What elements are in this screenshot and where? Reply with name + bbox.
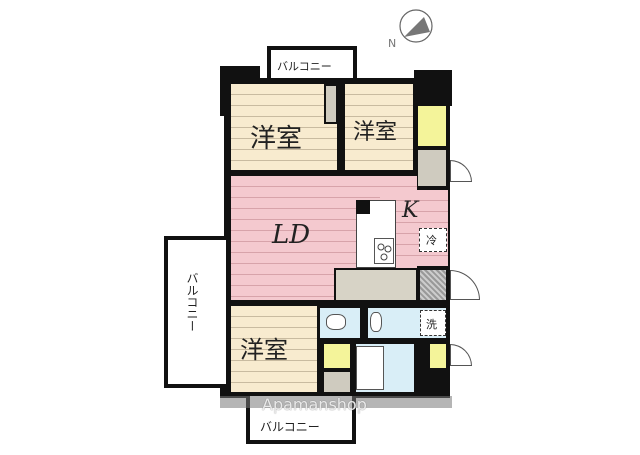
balcony-bottom-label: バルコニー: [260, 420, 320, 434]
entrance-hall: [334, 268, 418, 302]
fridge-space: [419, 228, 447, 252]
compass-north-label: N: [388, 37, 397, 50]
kitchen-pillar: [356, 200, 370, 214]
pillar-bottom-right: [416, 370, 450, 398]
fridge-label: 冷: [426, 234, 437, 247]
sink-icon: [370, 312, 382, 332]
storage-top-right: [416, 104, 448, 148]
storage-bottom-2: [428, 342, 448, 370]
living-dining-label: LD: [272, 220, 311, 250]
pillar-top-right: [414, 70, 452, 106]
storage-bottom-1: [322, 342, 352, 370]
balcony-left-label: バルコニー: [185, 272, 199, 332]
compass-icon: [398, 8, 434, 44]
balcony-top: [267, 46, 357, 82]
bathtub-icon: [356, 346, 384, 390]
stove-icon: [374, 238, 394, 264]
closet-bottom: [322, 370, 352, 394]
washer-label: 洗: [426, 318, 437, 331]
western-room-2-label: 洋室: [353, 120, 398, 145]
closet-top: [324, 84, 338, 124]
western-room-3: [231, 306, 317, 392]
washer-space: [420, 310, 446, 336]
balcony-top-label: バルコニー: [277, 60, 332, 73]
watermark-text: Apamanshop: [262, 395, 367, 414]
closet-right: [416, 148, 448, 188]
door-right-bottom: [450, 344, 472, 366]
watermark-band: [220, 396, 452, 408]
western-room-1: [231, 84, 337, 170]
door-right-top: [450, 160, 472, 182]
shoe-box: [418, 268, 448, 302]
western-room-2: [345, 84, 413, 170]
western-room-3-label: 洋室: [240, 336, 288, 364]
toilet-icon: [326, 314, 346, 330]
entrance-door: [450, 270, 480, 300]
balcony-left: [164, 236, 230, 388]
western-room-1-label: 洋室: [250, 124, 303, 154]
kitchen-label: K: [402, 198, 419, 223]
